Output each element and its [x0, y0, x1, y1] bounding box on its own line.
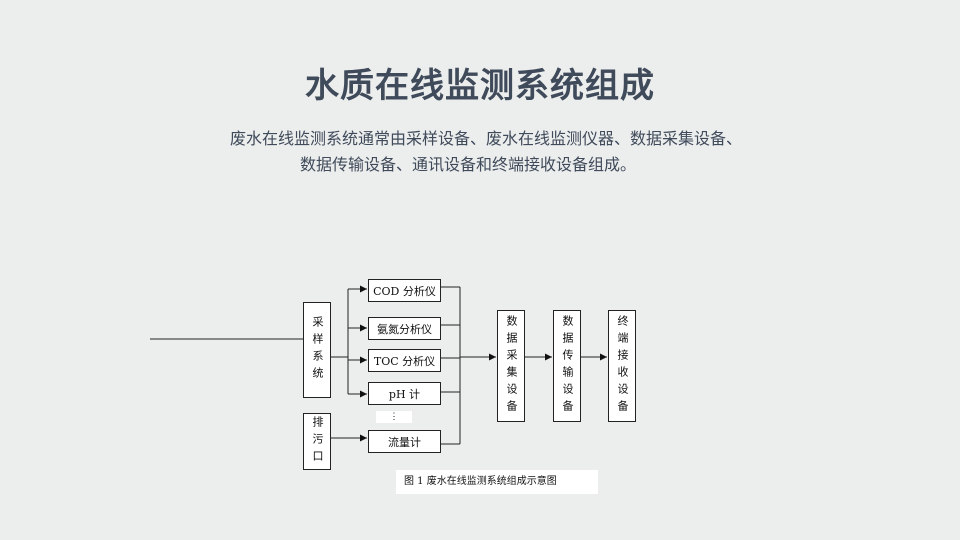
ph-meter-box: pH 计	[368, 382, 441, 405]
description-line-1: 废水在线监测系统通常由采样设备、废水在线监测仪器、数据采集设备、	[230, 129, 743, 148]
slide-title: 水质在线监测系统组成	[305, 66, 655, 106]
toc-analyzer-box: TOC 分析仪	[368, 349, 441, 372]
flow-meter-box: 流量计	[368, 430, 441, 453]
more-instruments-ellipsis: ⋮	[376, 411, 412, 423]
outfall-box: 排污口	[303, 413, 331, 470]
slide-description: 废水在线监测系统通常由采样设备、废水在线监测仪器、数据采集设备、 数据传输设备、…	[230, 126, 830, 178]
data-collection-box: 数据采集设备	[497, 310, 525, 422]
data-transmission-box: 数据传输设备	[553, 310, 581, 422]
sampling-system-box: 采样系统	[303, 302, 331, 398]
description-line-2: 数据传输设备、通讯设备和终端接收设备组成。	[300, 155, 637, 174]
terminal-receiver-box: 终端接收设备	[608, 310, 636, 422]
ammonia-analyzer-box: 氨氮分析仪	[368, 317, 441, 340]
cod-analyzer-box: COD 分析仪	[368, 279, 441, 302]
figure-caption: 图 1 废水在线监测系统组成示意图	[396, 470, 598, 494]
